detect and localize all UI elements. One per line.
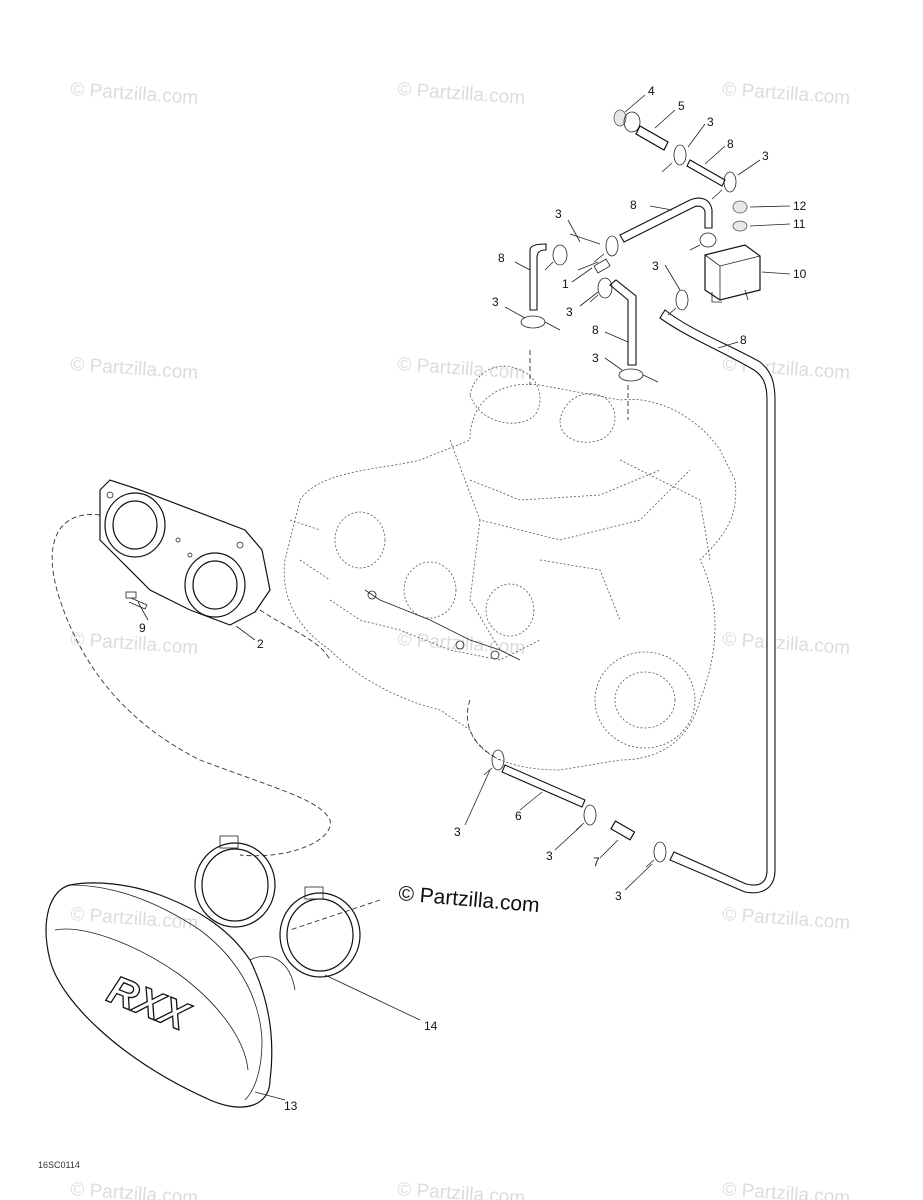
callout-8: 8 bbox=[592, 323, 599, 337]
watermark-mid2-left: © Partzilla.com bbox=[70, 629, 199, 659]
watermark-mid2-center: © Partzilla.com bbox=[397, 629, 526, 659]
watermark-mid3-left: © Partzilla.com bbox=[70, 904, 199, 934]
callout-8: 8 bbox=[630, 198, 637, 212]
watermark-bottom-center: © Partzilla.com bbox=[397, 1179, 526, 1200]
watermark-bottom-left: © Partzilla.com bbox=[70, 1179, 199, 1200]
callout-10: 10 bbox=[793, 267, 807, 281]
callout-5: 5 bbox=[678, 99, 685, 113]
drawing-code: 16SC0114 bbox=[38, 1160, 80, 1170]
callout-8: 8 bbox=[498, 251, 505, 265]
small-parts bbox=[577, 109, 748, 841]
callout-8: 8 bbox=[727, 137, 734, 151]
callout-3: 3 bbox=[707, 115, 714, 129]
callout-3: 3 bbox=[492, 295, 499, 309]
callout-3: 3 bbox=[762, 149, 769, 163]
callout-9: 9 bbox=[139, 621, 146, 635]
callout-3: 3 bbox=[454, 825, 461, 839]
callout-4: 4 bbox=[648, 84, 655, 98]
watermark-mid1-center: © Partzilla.com bbox=[397, 354, 526, 384]
callout-13: 13 bbox=[284, 1099, 298, 1113]
engine-block bbox=[283, 365, 737, 771]
intake-duct-path bbox=[51, 350, 629, 931]
callout-3: 3 bbox=[652, 259, 659, 273]
callout-3: 3 bbox=[615, 889, 622, 903]
leader-lines bbox=[137, 94, 791, 1101]
large-clamps bbox=[194, 835, 361, 978]
callout-3: 3 bbox=[555, 207, 562, 221]
watermarks: © Partzilla.com © Partzilla.com © Partzi… bbox=[70, 79, 851, 1200]
callout-3: 3 bbox=[546, 849, 553, 863]
watermark-mid3-right: © Partzilla.com bbox=[722, 904, 851, 934]
callout-7: 7 bbox=[593, 855, 600, 869]
callout-labels: 4 5 3 8 3 8 12 11 10 3 8 1 3 3 3 8 3 8 9… bbox=[139, 84, 807, 1113]
screw bbox=[125, 591, 148, 610]
watermark-top-right: © Partzilla.com bbox=[722, 79, 851, 109]
filter-logo: RXX bbox=[102, 968, 197, 1040]
watermark-mid1-left: © Partzilla.com bbox=[70, 354, 199, 384]
hoses bbox=[501, 159, 776, 894]
callout-12: 12 bbox=[793, 199, 807, 213]
callout-6: 6 bbox=[515, 809, 522, 823]
watermark-top-left: © Partzilla.com bbox=[70, 79, 199, 109]
callout-1: 1 bbox=[562, 277, 569, 291]
callout-3: 3 bbox=[592, 351, 599, 365]
solenoid-valve bbox=[704, 244, 761, 303]
throttle-body-plate bbox=[99, 479, 271, 626]
watermark-top-center: © Partzilla.com bbox=[397, 79, 526, 109]
watermark-mid2-right: © Partzilla.com bbox=[722, 629, 851, 659]
watermark-bottom-right: © Partzilla.com bbox=[722, 1179, 851, 1200]
callout-2: 2 bbox=[257, 637, 264, 651]
credit-text: © Partzilla.com bbox=[398, 882, 541, 917]
callout-8: 8 bbox=[740, 333, 747, 347]
clamps bbox=[483, 144, 737, 868]
callout-3: 3 bbox=[566, 305, 573, 319]
callout-11: 11 bbox=[793, 217, 806, 231]
callout-14: 14 bbox=[424, 1019, 438, 1033]
